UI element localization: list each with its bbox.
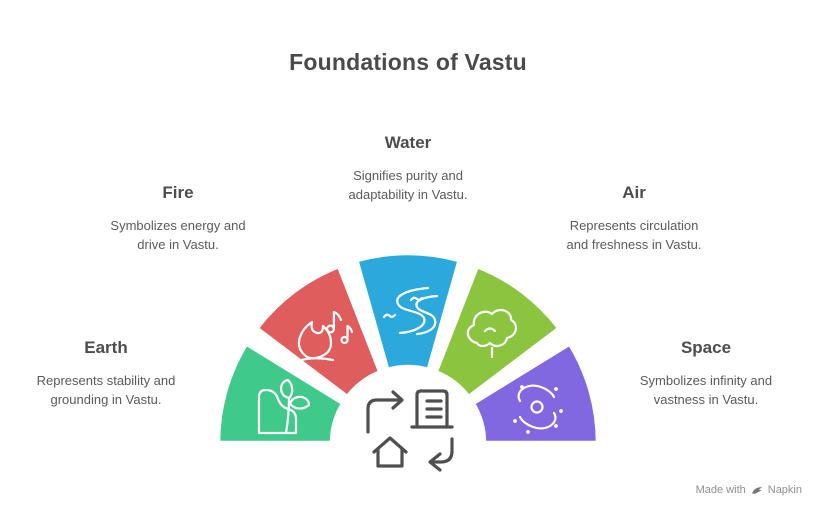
- element-label-fire: Fire: [162, 183, 194, 202]
- element-label-space: Space: [680, 338, 732, 357]
- page-title: Foundations of Vastu: [289, 49, 527, 75]
- return-arrow-icon: [428, 437, 454, 472]
- home-building-cycle-motif: [366, 389, 454, 472]
- wedge-water: [354, 250, 462, 373]
- element-label-air: Air: [622, 183, 646, 202]
- turn-right-arrow-icon: [366, 390, 404, 434]
- wedge-space: [470, 341, 601, 446]
- element-label-water: Water: [384, 133, 432, 152]
- badge-brand: Napkin: [767, 484, 802, 496]
- house-icon: [372, 436, 408, 468]
- wedge-fire: [254, 263, 383, 400]
- element-description-water: Signifies purity and adaptability in Vas…: [348, 168, 468, 202]
- wedge-earth: [215, 341, 346, 446]
- element-description-air: Represents circulation and freshness in …: [566, 218, 702, 252]
- building-icon: [410, 389, 454, 429]
- made-with-napkin-badge: Made with Napkin: [696, 484, 802, 496]
- element-description-fire: Symbolizes energy and drive in Vastu.: [110, 218, 246, 252]
- element-block-water: Water Signifies purity and adaptability …: [308, 133, 508, 204]
- winding-river-icon: [382, 286, 439, 336]
- galaxy-swirl-icon: [513, 384, 563, 434]
- cotton-flower-icon: [466, 308, 517, 359]
- plant-sprout-icon: [257, 378, 311, 435]
- badge-prefix: Made with: [695, 484, 746, 496]
- element-block-space: Space Symbolizes infinity and vastness i…: [606, 338, 806, 409]
- element-label-earth: Earth: [84, 338, 128, 357]
- napkin-logo-icon: [751, 487, 762, 494]
- element-description-space: Symbolizes infinity and vastness in Vast…: [639, 373, 773, 407]
- element-block-air: Air Represents circulation and freshness…: [534, 183, 734, 254]
- element-block-earth: Earth Represents stability and grounding…: [6, 338, 206, 409]
- element-block-fire: Fire Symbolizes energy and drive in Vast…: [78, 183, 278, 254]
- element-description-earth: Represents stability and grounding in Va…: [36, 373, 176, 407]
- campfire-music-notes-icon: [295, 310, 354, 363]
- wedge-air: [433, 263, 562, 400]
